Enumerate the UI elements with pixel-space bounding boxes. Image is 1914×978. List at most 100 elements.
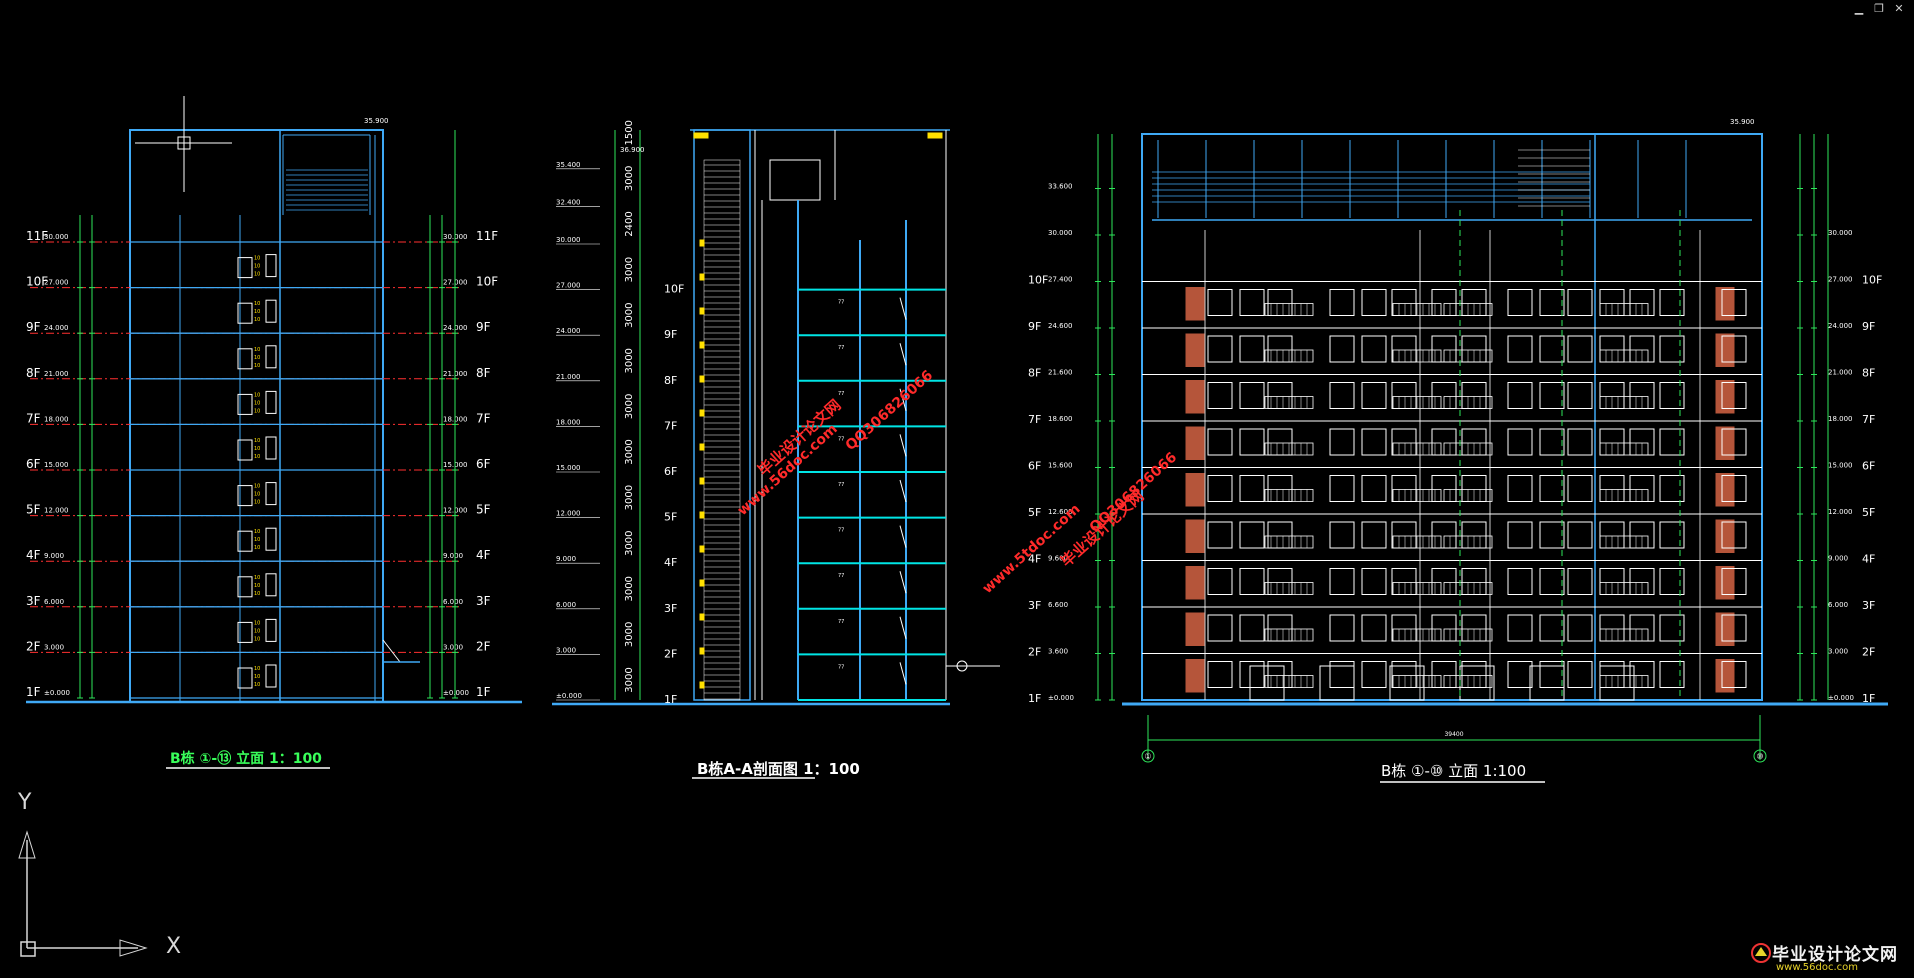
window (1207, 614, 1233, 642)
window (1361, 661, 1387, 688)
elevation-mark: ±0.000 (44, 689, 70, 697)
floor-label: 3F (476, 594, 491, 608)
window (237, 621, 253, 643)
elevation-mark: 15.000 (1828, 462, 1853, 470)
window (1659, 382, 1685, 409)
stair-mark (699, 341, 705, 349)
section-title: B栋A-A剖面图 1：100 (697, 760, 860, 778)
elevation-mark: 18.000 (556, 418, 581, 426)
room-tag: 77 (838, 345, 844, 351)
dimension-text: 3000 (624, 348, 635, 373)
window (1267, 475, 1293, 502)
window (1567, 475, 1593, 502)
floor-label: 1F (476, 685, 491, 699)
ucs-origin-box (20, 941, 36, 957)
dim-mark: 10 (254, 347, 260, 353)
floor-label: 7F (1028, 413, 1041, 426)
stair-mark (699, 307, 705, 315)
room-tag: 77 (838, 664, 844, 670)
window (1721, 475, 1747, 502)
floor-label: 5F (664, 511, 677, 524)
window (237, 576, 253, 598)
crosshair-cursor-icon (135, 96, 232, 192)
window (1391, 475, 1417, 502)
dim-mark: 10 (254, 264, 260, 270)
elevation-mark: 27.000 (1828, 276, 1853, 284)
dimension-text: 3000 (624, 667, 635, 692)
window (1239, 521, 1265, 549)
window (1267, 521, 1293, 549)
top-level-mark: 35.900 (1730, 118, 1755, 126)
minimize-icon[interactable]: ▁ (1854, 2, 1864, 15)
floor-label: 3F (1028, 599, 1041, 612)
ucs-x-arrow (119, 939, 148, 957)
elevation-mark: 21.000 (1828, 369, 1853, 377)
window (1329, 382, 1355, 409)
brick-panel (1185, 426, 1205, 460)
window (1507, 289, 1533, 316)
elevation-mark: 15.000 (44, 461, 69, 469)
window (1721, 335, 1747, 363)
roof-mark (693, 132, 709, 139)
ucs-y-label: Y (18, 790, 32, 815)
dim-mark: 10 (254, 682, 260, 688)
dim-mark: 10 (254, 301, 260, 307)
window (1539, 335, 1565, 363)
floor-label: 6F (1862, 460, 1875, 473)
window-mark (899, 297, 907, 320)
dim-mark: 10 (254, 400, 260, 406)
stair-mark (699, 409, 705, 417)
dim-mark: 10 (254, 272, 260, 278)
close-icon[interactable]: ✕ (1894, 2, 1904, 15)
window (1567, 428, 1593, 456)
window (1507, 335, 1533, 363)
brick-panel (1715, 566, 1735, 600)
elevation-mark: 15.600 (1048, 462, 1073, 470)
window-mark (899, 434, 907, 457)
elevation-mark: 9.000 (44, 552, 64, 560)
elevation-mark: 12.000 (556, 510, 581, 518)
axis-end-label: ⑩ (1756, 752, 1763, 761)
window (1659, 661, 1685, 688)
room-tag: 77 (838, 436, 844, 442)
window (1391, 382, 1417, 409)
window (1361, 568, 1387, 595)
window (1239, 335, 1265, 363)
building-outline (1141, 133, 1763, 701)
window (1507, 428, 1533, 456)
elevation-mark: 3.000 (443, 643, 463, 651)
window (1539, 289, 1565, 316)
window (1659, 335, 1685, 363)
ground-door (1319, 665, 1355, 701)
window (1267, 335, 1293, 363)
window (237, 530, 253, 552)
restore-icon[interactable]: ❐ (1874, 2, 1884, 15)
floor-label: 10F (26, 275, 48, 289)
window (1207, 428, 1233, 456)
window (1361, 428, 1387, 456)
window (1721, 289, 1747, 316)
elevation-mark: 9.600 (1048, 555, 1068, 563)
stair-mark (699, 545, 705, 553)
window (1567, 568, 1593, 595)
dim-mark: 10 (254, 529, 260, 535)
window (1207, 382, 1233, 409)
floor-label: 1F (664, 693, 677, 706)
brick-panel (1185, 659, 1205, 693)
window (265, 254, 277, 278)
window (1207, 475, 1233, 502)
window (1391, 289, 1417, 316)
dim-mark: 10 (254, 438, 260, 444)
elevation-right-title: B栋 ①-⑩ 立面 1:100 (1381, 762, 1527, 780)
window (1207, 335, 1233, 363)
elevation-mark: 3.000 (44, 643, 64, 651)
window (1507, 614, 1533, 642)
window (237, 257, 253, 279)
elevation-mark: 21.000 (44, 370, 69, 378)
axis-bubble (1753, 749, 1767, 763)
floor-label: 7F (26, 411, 41, 425)
floor-label: 7F (1862, 413, 1875, 426)
floor-label: 2F (26, 639, 41, 653)
dim-mark: 10 (254, 492, 260, 498)
